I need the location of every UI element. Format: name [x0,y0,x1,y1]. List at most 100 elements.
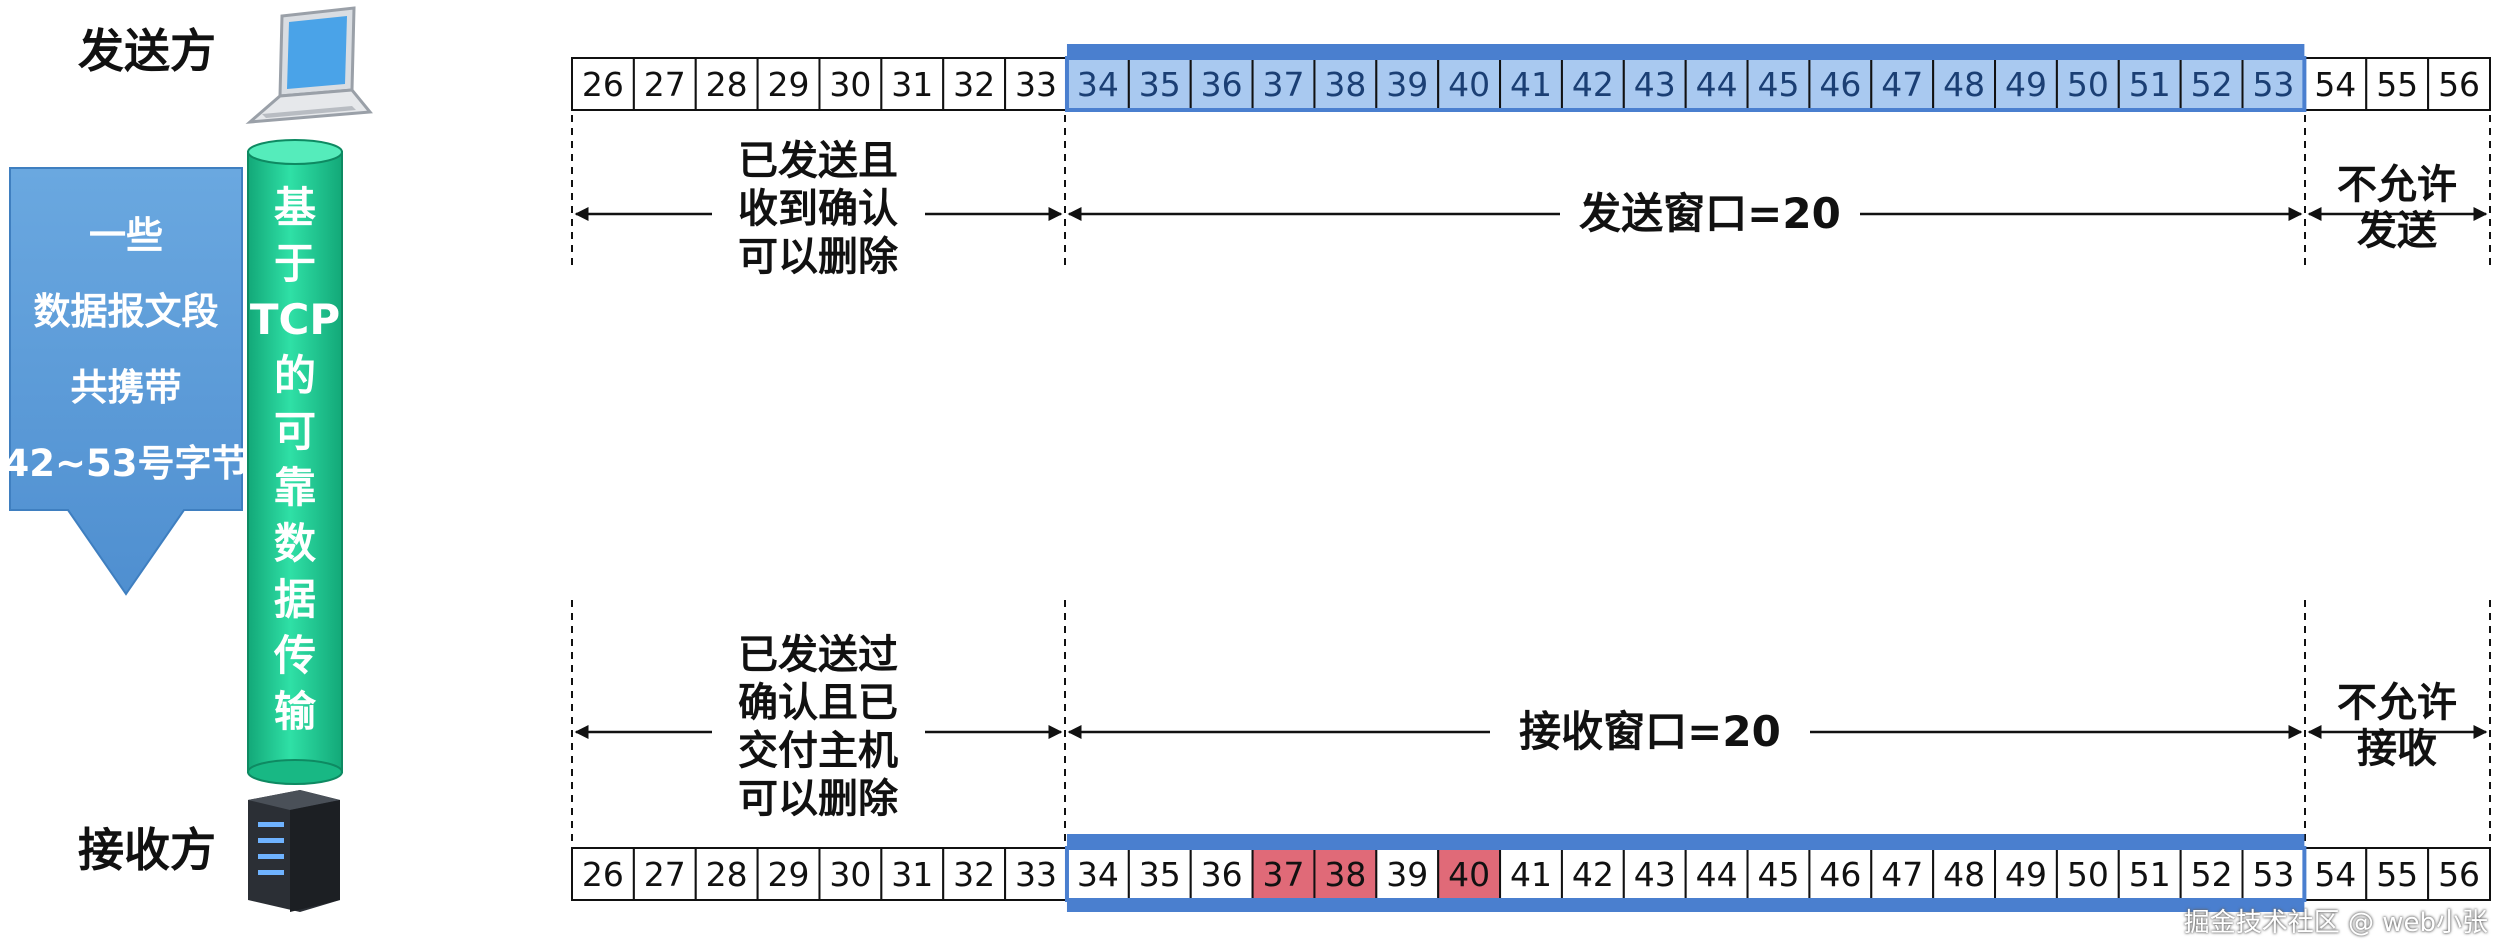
receiver-seq-number: 30 [829,855,871,894]
sender-seq-number: 28 [706,65,748,104]
receiver-seq-cell: 52 [2179,847,2244,901]
label-line: 可 [274,407,316,456]
receiver-seq-cell: 40 [1437,847,1502,901]
sender-seq-cell: 52 [2179,57,2244,111]
receiver-seq-number: 48 [1943,855,1985,894]
sender-seq-cell: 53 [2241,57,2306,111]
sender-seq-cell: 45 [1746,57,1811,111]
sender-seq-cell: 37 [1251,57,1316,111]
sender-seq-number: 32 [953,65,995,104]
label-line: 不允许 [2337,162,2457,208]
sender-window-label: 发送窗口=20 [1579,189,1841,238]
sender-seq-number: 38 [1324,65,1366,104]
receiver-seq-cell: 27 [632,847,697,901]
receiver-seq-number: 36 [1201,855,1243,894]
receiver-seq-cell: 46 [1808,847,1873,901]
receiver-seq-cell: 30 [818,847,883,901]
sender-seq-number: 42 [1572,65,1614,104]
sender-seq-cell: 34 [1065,57,1130,111]
sender-seq-cell: 43 [1622,57,1687,111]
sender-seq-cell: 55 [2365,57,2430,111]
label-line: 数 [274,519,316,568]
sender-seq-number: 39 [1386,65,1428,104]
sender-seq-cell: 28 [694,57,759,111]
label-line: 42~53号字节 [4,442,249,485]
sender-seq-number: 43 [1634,65,1676,104]
sender-label: 发送方 [78,24,216,78]
receiver-seq-number: 53 [2252,855,2294,894]
receiver-seq-cell: 47 [1870,847,1935,901]
receiver-seq-cell: 49 [1994,847,2058,901]
sender-seq-number: 33 [1015,65,1057,104]
receiver-seq-number: 40 [1448,855,1490,894]
sender-seq-cell: 41 [1499,57,1563,111]
sender-seq-number: 45 [1757,65,1799,104]
sender-seq-cell: 36 [1189,57,1254,111]
sender-seq-number: 47 [1881,65,1923,104]
sender-window-outline [1064,56,2307,112]
sender-seq-cell: 33 [1004,57,1068,111]
receiver-seq-number: 39 [1386,855,1428,894]
receiver-seq-number: 50 [2067,855,2109,894]
sender-seq-number: 48 [1943,65,1985,104]
sender-seq-cell: 40 [1437,57,1502,111]
receiver-seq-number: 56 [2438,855,2480,894]
label-line: 已发送且 [738,138,898,184]
sender-seq-cell: 44 [1684,57,1749,111]
receiver-seq-number: 42 [1572,855,1614,894]
sender-seq-cell: 42 [1560,57,1625,111]
receiver-window-bar [1066,834,2305,848]
sender-seq-cell: 38 [1313,57,1378,111]
receiver-seq-cell: 43 [1622,847,1687,901]
label-line: 于 [274,239,316,288]
sender-seq-number: 44 [1696,65,1738,104]
receiver-seq-number: 35 [1139,855,1181,894]
receiver-seq-number: 29 [768,855,810,894]
sender-seq-number: 40 [1448,65,1490,104]
sender-seq-cell: 27 [632,57,697,111]
receiver-seq-number: 45 [1757,855,1799,894]
sender-seq-cell: 51 [2117,57,2182,111]
receiver-seq-cell: 34 [1065,847,1130,901]
receiver-seq-cell: 54 [2303,847,2368,901]
sender-seq-cell: 26 [571,57,635,111]
label-line: 靠 [274,463,316,512]
sender-seq-number: 29 [768,65,810,104]
sender-seq-number: 34 [1077,65,1119,104]
sender-seq-cell: 31 [880,57,945,111]
sender-seq-number: 30 [829,65,871,104]
receiver-window-bar-bottom [1066,900,2305,912]
reliable-transfer-pipe [247,139,343,785]
sender-seq-number: 31 [891,65,933,104]
receiver-seq-cell: 51 [2117,847,2182,901]
label-line: 已发送过 [738,632,898,678]
sender-seq-number: 56 [2438,65,2480,104]
sender-seq-cell: 35 [1127,57,1192,111]
label-line: TCP [250,295,340,344]
receiver-seq-number: 31 [891,855,933,894]
receiver-seq-cell: 45 [1746,847,1811,901]
sender-seq-number: 37 [1263,65,1305,104]
sender-seq-number: 46 [1819,65,1861,104]
sender-seq-cell: 32 [942,57,1007,111]
sender-seq-number: 50 [2067,65,2109,104]
receiver-window-label: 接收窗口=20 [1519,707,1781,756]
sender-seq-cell: 30 [818,57,883,111]
sender-seq-number: 49 [2005,65,2047,104]
receiver-seq-number: 26 [582,855,624,894]
receiver-seq-cell: 37 [1251,847,1316,901]
sender-seq-number: 36 [1201,65,1243,104]
label-line: 一些 [89,214,163,257]
receiver-seq-number: 55 [2376,855,2418,894]
sender-seq-number: 27 [644,65,686,104]
label-line: 可以删除 [738,234,899,280]
sender-seq-cell: 56 [2427,57,2492,111]
sender-seq-number: 51 [2129,65,2171,104]
receiver-seq-cell: 35 [1127,847,1192,901]
